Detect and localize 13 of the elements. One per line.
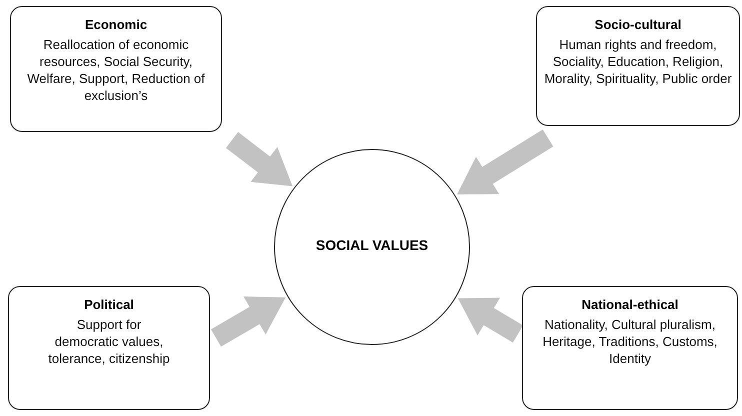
box-text: Human rights and freedom, Sociality, Education, Religion, Morality, Spirituality, Public order — [543, 37, 733, 88]
box-text: Reallocation of economic resources, Social Security, Welfare, Support, Reduction of exclusion’s — [26, 37, 206, 105]
category-box — [10, 6, 222, 132]
box-heading: Economic — [84, 17, 148, 32]
category-box — [522, 286, 738, 410]
category-box — [536, 6, 740, 126]
box-text: Nationality, Cultural pluralism, Heritage, Traditions, Customs, Identity — [542, 317, 718, 368]
box-heading: Socio-cultural — [594, 17, 682, 32]
box-heading: Political — [84, 297, 134, 312]
box-text: Support for democratic values, tolerance, citizenship — [47, 317, 171, 368]
box-heading: National-ethical — [582, 297, 678, 312]
center-label: SOCIAL VALUES — [316, 236, 428, 252]
category-box — [8, 286, 210, 410]
